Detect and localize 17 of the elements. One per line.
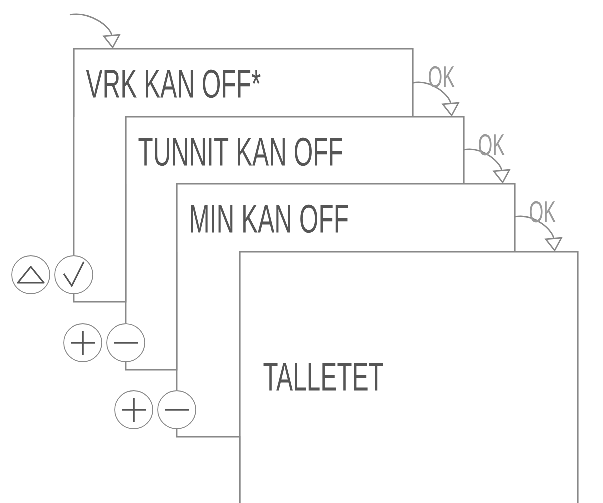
plus-button xyxy=(114,390,154,430)
check-button xyxy=(54,256,94,294)
screen-box: TUNNIT KAN OFF xyxy=(125,116,465,184)
connector-line xyxy=(125,184,127,324)
edge-label: OK xyxy=(479,134,505,156)
edge-label: OK xyxy=(530,201,556,223)
connector-line xyxy=(176,252,178,391)
connector-line xyxy=(176,429,241,503)
screen-box: VRK KAN OFF* xyxy=(73,48,414,118)
up-button xyxy=(12,256,50,294)
screen-box: TALLETET xyxy=(239,251,579,503)
connector-line xyxy=(73,117,75,256)
plus-button xyxy=(64,324,102,362)
minus-button xyxy=(158,390,196,430)
minus-button xyxy=(106,324,146,362)
screen-box: MIN KAN OFF xyxy=(176,183,516,252)
edge-label: OK xyxy=(429,66,455,88)
